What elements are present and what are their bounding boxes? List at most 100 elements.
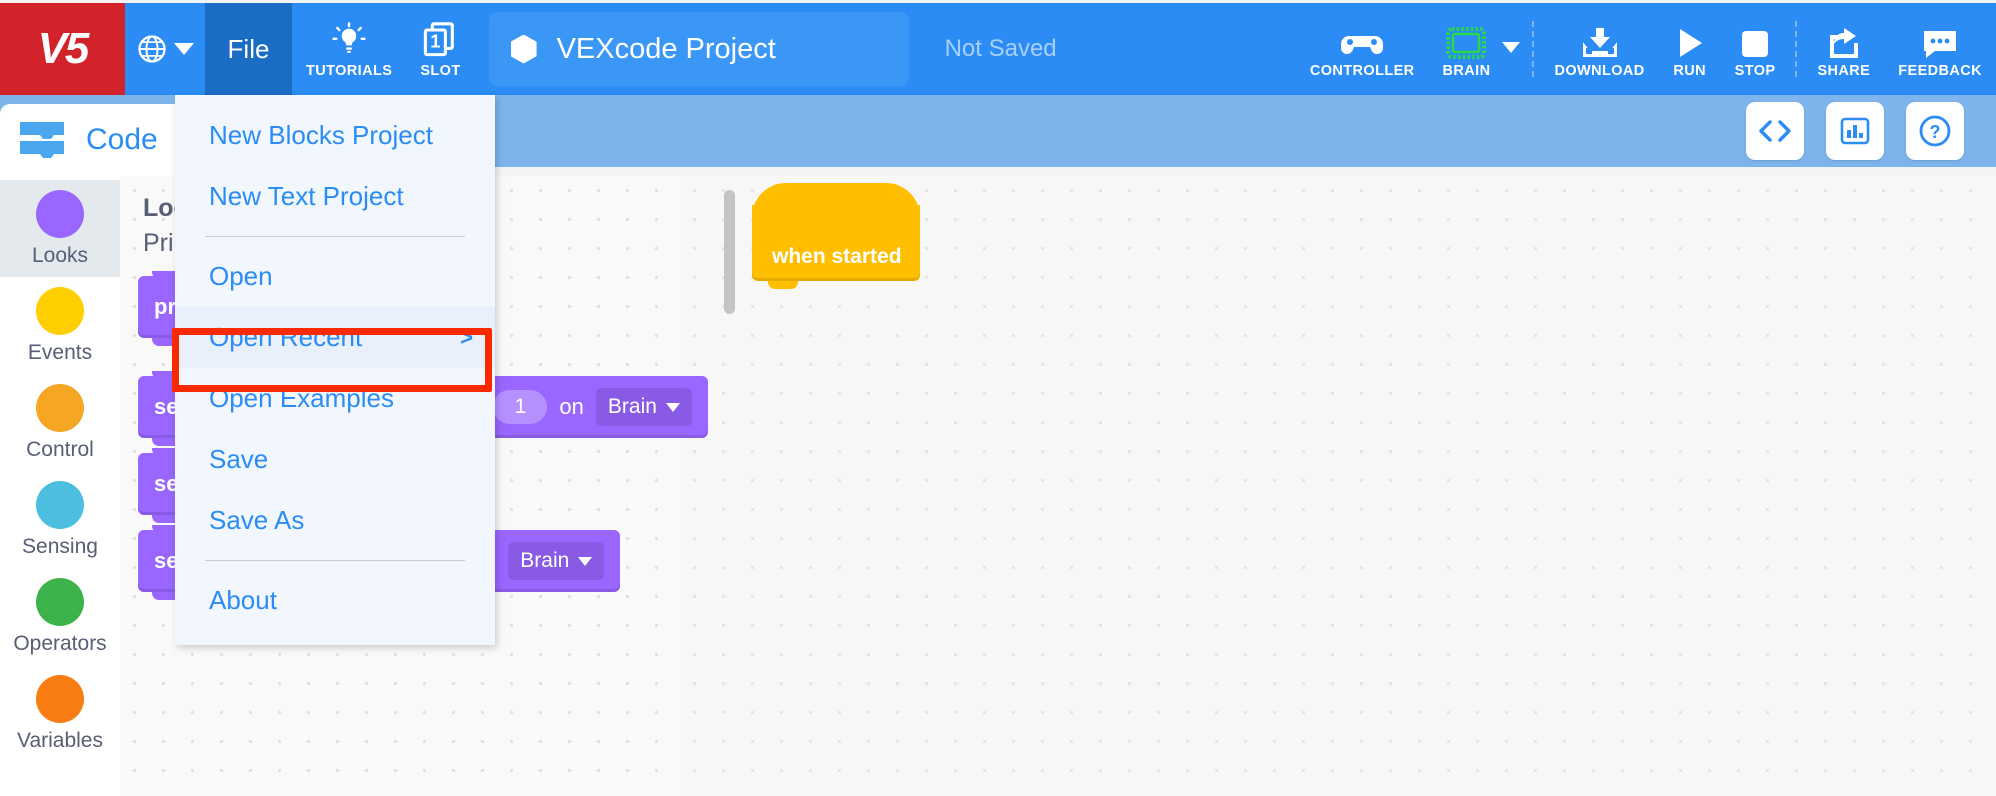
workspace-block-when-started[interactable]: when started	[752, 183, 920, 289]
v5-brand-text: V5	[37, 24, 90, 73]
menu-item-save[interactable]: Save	[175, 429, 495, 490]
project-name-field[interactable]: VEXcode Project	[488, 12, 909, 86]
menu-item-label: Save As	[209, 505, 305, 535]
file-menu-label: File	[227, 33, 270, 64]
svg-text:?: ?	[1930, 122, 1941, 142]
project-name-text: VEXcode Project	[556, 32, 776, 65]
sidebar-item-label: Looks	[31, 243, 89, 267]
tutorials-label: TUTORIALS	[306, 62, 393, 79]
sidebar-item-label: Control	[26, 437, 94, 461]
share-button[interactable]: SHARE	[1803, 3, 1884, 95]
menu-item-label: About	[209, 585, 277, 615]
menu-item-open[interactable]: Open	[175, 246, 495, 307]
block-device-dropdown[interactable]: Brain	[595, 388, 692, 426]
chevron-down-icon	[1502, 41, 1521, 53]
menu-item-label: New Text Project	[209, 181, 404, 211]
question-mark-icon: ?	[1919, 115, 1951, 147]
menu-item-label: Open	[209, 261, 273, 291]
download-label: DOWNLOAD	[1554, 62, 1645, 79]
controller-button[interactable]: CONTROLLER	[1296, 3, 1429, 95]
globe-icon	[137, 35, 166, 63]
looks-category-dot-icon	[36, 189, 84, 238]
language-selector-button[interactable]	[125, 3, 205, 95]
chevron-right-icon: >	[460, 324, 473, 350]
lightbulb-icon	[330, 20, 368, 60]
block-device-value: Brain	[520, 549, 570, 572]
block-column-input[interactable]: 1	[493, 390, 548, 424]
save-status-text: Not Saved	[944, 35, 1057, 62]
hat-block-cap	[752, 183, 920, 217]
sidebar-item-label: Events	[27, 340, 93, 364]
stop-label: STOP	[1734, 62, 1776, 79]
data-monitor-button[interactable]	[1826, 102, 1884, 160]
code-tab-label: Code	[86, 123, 158, 156]
download-button[interactable]: DOWNLOAD	[1540, 3, 1658, 95]
sidebar-item-sensing[interactable]: Sensing	[0, 471, 120, 568]
slot-label: SLOT	[420, 62, 461, 79]
download-icon	[1580, 20, 1620, 60]
sensing-category-dot-icon	[36, 480, 84, 529]
chevron-down-icon	[578, 556, 593, 566]
tutorials-button[interactable]: TUTORIALS	[292, 3, 406, 95]
sidebar-item-operators[interactable]: Operators	[0, 568, 120, 665]
code-brackets-icon	[1759, 120, 1791, 142]
sidebar-item-control[interactable]: Control	[0, 374, 120, 471]
menu-item-label: New Blocks Project	[209, 120, 433, 150]
events-category-dot-icon	[36, 286, 84, 335]
toolbar-divider	[1532, 21, 1535, 77]
controller-icon	[1339, 20, 1385, 60]
main-toolbar: V5 File	[0, 3, 1996, 95]
sidebar-item-variables[interactable]: Variables	[0, 665, 120, 762]
file-dropdown-menu[interactable]: New Blocks Project New Text Project Open…	[175, 95, 495, 645]
menu-item-about[interactable]: About	[175, 570, 495, 631]
controller-label: CONTROLLER	[1309, 62, 1415, 79]
menu-item-open-examples[interactable]: Open Examples	[175, 368, 495, 429]
menu-item-label: Open Examples	[209, 383, 394, 413]
menu-item-new-blocks-project[interactable]: New Blocks Project	[175, 105, 495, 166]
sidebar-item-looks[interactable]: Looks	[0, 180, 120, 277]
block-device-dropdown[interactable]: Brain	[508, 542, 605, 580]
workspace-block-label: when started	[772, 245, 902, 268]
chevron-down-icon	[665, 402, 680, 412]
slot-icon: 1	[420, 20, 460, 60]
slot-selector-button[interactable]: 1 SLOT	[406, 3, 474, 95]
v5-logo-button[interactable]: V5	[0, 3, 125, 95]
stop-square-icon	[1739, 20, 1771, 60]
blocks-icon	[20, 122, 64, 158]
play-icon	[1673, 20, 1707, 60]
category-sidebar: Looks Events Control Sensing Operators V…	[0, 176, 120, 796]
menu-item-open-recent[interactable]: Open Recent >	[175, 307, 495, 368]
operators-category-dot-icon	[36, 577, 84, 626]
stop-button[interactable]: STOP	[1721, 3, 1790, 95]
toolbar-divider-2	[1795, 21, 1798, 77]
share-label: SHARE	[1817, 62, 1871, 79]
save-status: Not Saved	[909, 3, 1057, 95]
code-tab[interactable]: Code	[0, 104, 188, 176]
block-label-on: on	[559, 394, 584, 419]
help-button[interactable]: ?	[1906, 102, 1964, 160]
brain-dropdown-button[interactable]	[1494, 3, 1526, 95]
sidebar-item-label: Variables	[17, 728, 103, 752]
menu-separator-2	[205, 560, 465, 561]
block-device-value: Brain	[607, 395, 657, 418]
feedback-label: FEEDBACK	[1898, 62, 1982, 79]
feedback-button[interactable]: FEEDBACK	[1884, 3, 1996, 95]
workspace-scrollbar[interactable]	[724, 190, 735, 314]
sidebar-item-events[interactable]: Events	[0, 277, 120, 374]
brain-button[interactable]: BRAIN	[1429, 3, 1495, 95]
chevron-down-icon	[173, 43, 194, 55]
hat-block-notch	[768, 281, 798, 289]
svg-text:1: 1	[431, 30, 441, 51]
menu-item-new-text-project[interactable]: New Text Project	[175, 166, 495, 227]
menu-item-save-as[interactable]: Save As	[175, 490, 495, 551]
file-menu-button[interactable]: File	[205, 3, 292, 95]
run-button[interactable]: RUN	[1659, 3, 1721, 95]
feedback-bubble-icon	[1921, 20, 1959, 60]
share-icon	[1826, 20, 1862, 60]
hexagon-icon	[510, 34, 537, 64]
code-workspace[interactable]: when started	[680, 176, 1996, 796]
sidebar-item-label: Operators	[13, 631, 107, 655]
sidebar-item-label: Sensing	[22, 534, 98, 558]
code-viewer-button[interactable]	[1746, 102, 1804, 160]
